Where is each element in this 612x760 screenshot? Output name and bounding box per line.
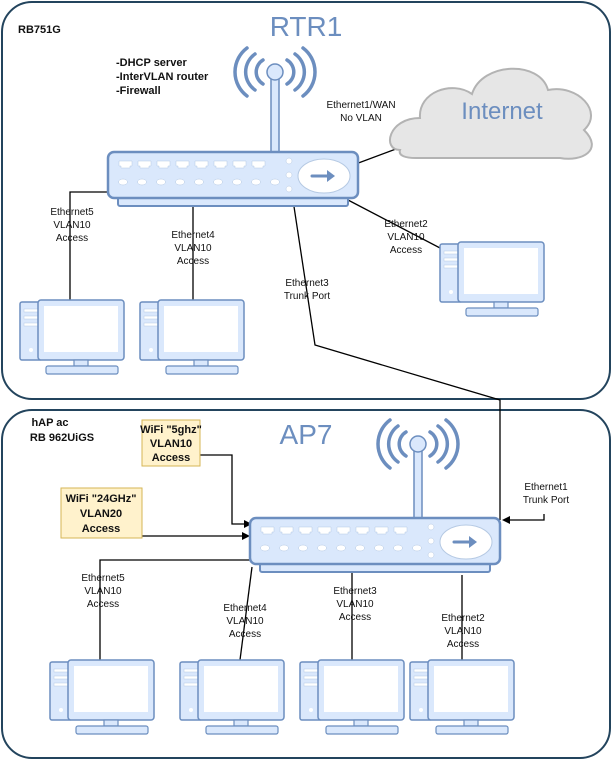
wifi-5ghz-note: WiFi "5ghz" VLAN10 Access — [140, 419, 202, 467]
ap7-eth4-mode: Access — [229, 629, 261, 640]
ap7-model-label-1: hAP ac — [31, 417, 68, 429]
rtr1-eth3-name: Ethernet3 — [285, 278, 329, 289]
internet-label: Internet — [461, 98, 543, 125]
rtr1-title: RTR1 — [270, 11, 343, 42]
pointer-ap7-eth1 — [510, 514, 545, 521]
wifi-5ghz-mode: Access — [152, 452, 191, 464]
cable-trunk — [292, 199, 501, 520]
wifi-24ghz-vlan: VLAN20 — [80, 508, 122, 520]
rtr1-eth4-mode: Access — [177, 256, 209, 267]
rtr1-eth4-vlan: VLAN10 — [174, 243, 212, 254]
cable-rtr1-eth5 — [69, 191, 120, 300]
ap7-router-icon — [248, 516, 502, 574]
rtr1-eth2-vlan: VLAN10 — [387, 232, 425, 243]
ap7-eth4-name: Ethernet4 — [223, 603, 267, 614]
rtr1-eth5-mode: Access — [56, 233, 88, 244]
rtr1-role-dhcp: -DHCP server — [116, 57, 187, 69]
wifi-24ghz-name: WiFi "24GHz" — [66, 493, 137, 505]
rtr1-eth2-name: Ethernet2 — [384, 219, 428, 230]
ap7-eth5-name: Ethernet5 — [81, 573, 125, 584]
rtr1-eth5-name: Ethernet5 — [50, 207, 94, 218]
wifi-5ghz-name: WiFi "5ghz" — [140, 424, 202, 436]
ap7-eth2-name: Ethernet2 — [441, 613, 485, 624]
arrowhead-ap7-eth1 — [502, 516, 510, 524]
rtr1-roles: -DHCP server -InterVLAN router -Firewall — [116, 57, 209, 97]
rtr1-router-icon — [106, 150, 360, 208]
wifi-24ghz-mode: Access — [82, 523, 121, 535]
rtr1-eth2-mode: Access — [390, 245, 422, 256]
ap7-eth2-mode: Access — [447, 639, 479, 650]
cable-ap7-eth5 — [99, 559, 256, 660]
ap7-eth1-name: Ethernet1 — [524, 482, 568, 493]
wifi-5ghz-vlan: VLAN10 — [150, 438, 192, 450]
arrowhead-wifi-24 — [242, 532, 250, 540]
internet-cloud: Internet — [389, 67, 593, 160]
cable-ap7-eth4 — [239, 566, 253, 661]
ap7-eth5-mode: Access — [87, 599, 119, 610]
rtr1-eth4-name: Ethernet4 — [171, 230, 215, 241]
wifi-24ghz-note: WiFi "24GHz" VLAN20 Access — [60, 487, 143, 539]
rtr1-eth5-vlan: VLAN10 — [53, 220, 91, 231]
ap7-eth4-vlan: VLAN10 — [226, 616, 264, 627]
internet-link-label-2: No VLAN — [340, 113, 382, 124]
pointer-wifi-5 — [200, 454, 246, 525]
ap7-model-label-2: RB 962UiGS — [30, 432, 94, 444]
arrowhead-wifi-5 — [244, 520, 252, 528]
internet-link-label-1: Ethernet1/WAN — [326, 100, 395, 111]
rtr1-role-firewall: -Firewall — [116, 85, 161, 97]
ap7-eth3-vlan: VLAN10 — [336, 599, 374, 610]
ap7-title: AP7 — [280, 419, 333, 450]
rtr1-role-intervlan: -InterVLAN router — [116, 71, 209, 83]
ap7-eth3-name: Ethernet3 — [333, 586, 377, 597]
ap7-eth1-mode: Trunk Port — [523, 495, 570, 506]
ap7-eth3-mode: Access — [339, 612, 371, 623]
ap7-eth2-vlan: VLAN10 — [444, 626, 482, 637]
rtr1-eth3-mode: Trunk Port — [284, 291, 331, 302]
ap7-eth5-vlan: VLAN10 — [84, 586, 122, 597]
rtr1-model-label: RB751G — [18, 24, 61, 36]
